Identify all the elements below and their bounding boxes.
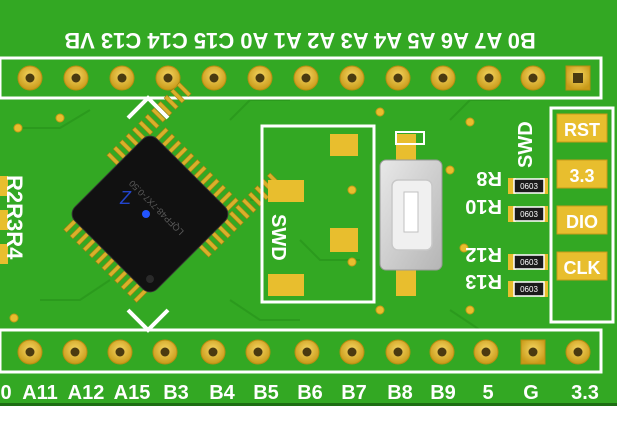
bottom-pin-label: B3: [163, 382, 189, 404]
swd-pin-label: CLK: [564, 258, 601, 278]
resistor-value: 0603: [520, 285, 538, 294]
pad-hole: [301, 73, 311, 83]
bottom-pin-label: B9: [430, 382, 456, 404]
resistor-value: 0603: [520, 182, 538, 191]
left-resistor-labels: R2R3R4: [2, 175, 27, 260]
bottom-pin-label: 3.3: [571, 382, 599, 404]
top-header-outline: [0, 56, 603, 100]
pad-hole: [163, 73, 173, 83]
pad-hole: [255, 73, 265, 83]
bottom-pin-label: B6: [297, 382, 323, 404]
pad-hole: [71, 73, 81, 83]
pad-hole: [117, 73, 127, 83]
pad-hole: [573, 347, 583, 357]
bottom-pin-label: A12: [68, 382, 105, 404]
pad-hole: [25, 347, 35, 357]
bottom-header-outline: [0, 328, 603, 374]
bottom-pin-label: G: [523, 382, 539, 404]
pad-hole: [302, 347, 312, 357]
pad-hole: [209, 73, 219, 83]
reset-button[interactable]: [379, 131, 443, 296]
bottom-pin-label: 5: [482, 382, 493, 404]
swd-pin-dio: DIO: [556, 205, 608, 235]
chip-pin: [176, 82, 192, 98]
chip-pin: [150, 107, 166, 123]
pad-hole: [115, 347, 125, 357]
pad-hole: [347, 347, 357, 357]
pad-hole: [208, 347, 218, 357]
top-header-pads: [17, 65, 591, 91]
pin1-dot: [142, 210, 150, 218]
chip-pin: [163, 94, 179, 110]
bottom-row-labels: 0 A11 A12 A15 B3 B4 B5 B6 B7 B8 B9 5 G 3.3: [0, 382, 598, 404]
resistor-label: R13: [465, 270, 502, 292]
pad-hole: [347, 73, 357, 83]
swd-box-label: SWD: [267, 214, 289, 261]
pad-hole: [573, 73, 583, 83]
chip-pin: [228, 210, 244, 226]
swd-pin-label: 3.3: [569, 166, 594, 186]
pad-hole: [438, 73, 448, 83]
pad-hole: [437, 347, 447, 357]
swd-pin-33: 3.3: [556, 159, 608, 189]
chip-pin: [235, 204, 251, 220]
swd-box: SWD: [260, 124, 376, 304]
pad-hole: [393, 73, 403, 83]
resistor-label: R8: [476, 167, 502, 189]
pad-hole: [160, 347, 170, 357]
bottom-pin-label: B4: [209, 382, 235, 404]
bottom-pin-label: B7: [341, 382, 367, 404]
swd-header-title: SWD: [515, 121, 537, 168]
bottom-pin-label: 0: [0, 382, 11, 404]
pad-hole: [253, 347, 263, 357]
pad-hole: [484, 73, 494, 83]
resistor-r8: 0603 R8: [476, 167, 548, 194]
pad-hole: [528, 347, 538, 357]
chip-pin: [144, 113, 160, 129]
swd-pin-rst: RST: [556, 113, 608, 143]
top-row-labels: B0 A7 A6 A5 A4 A3 A2 A1 A0 C15 C14 C13 V…: [64, 28, 536, 53]
chip-pin: [170, 88, 186, 104]
resistor-value: 0603: [520, 210, 538, 219]
resistor-r12: 0603 R12: [465, 243, 548, 270]
swd-pin-label: RST: [564, 120, 600, 140]
pad-hole: [393, 347, 403, 357]
pad-hole: [25, 73, 35, 83]
top-header-label: B0 A7 A6 A5 A4 A3 A2 A1 A0 C15 C14 C13 V…: [64, 28, 536, 53]
chip-pin1-mark: Z: [119, 188, 132, 208]
mcu-chip: LQFP48-7X7-0.50 Z: [63, 82, 282, 333]
pad-hole: [70, 347, 80, 357]
pad-hole: [481, 347, 491, 357]
chip-pin: [241, 198, 257, 214]
resistor-r13: 0603 R13: [465, 270, 548, 297]
resistor-r10: 0603 R10: [465, 195, 548, 222]
resistor-label: R12: [465, 243, 502, 265]
chip-pin: [157, 101, 173, 117]
bottom-pin-label: A15: [114, 382, 151, 404]
pad-hole: [528, 73, 538, 83]
left-resistors: R2R3R4: [0, 175, 27, 264]
chip-pin: [138, 120, 154, 136]
vias: [9, 107, 475, 323]
resistor-label: R10: [465, 195, 502, 217]
bottom-pin-label: A11: [22, 382, 58, 404]
resistor-value: 0603: [520, 258, 538, 267]
swd-pin-clk: CLK: [556, 251, 608, 281]
swd-pin-label: DIO: [566, 212, 598, 232]
bottom-pin-label: B8: [387, 382, 413, 404]
bottom-pin-label: B5: [253, 382, 279, 404]
bottom-header-pads: [17, 339, 591, 365]
